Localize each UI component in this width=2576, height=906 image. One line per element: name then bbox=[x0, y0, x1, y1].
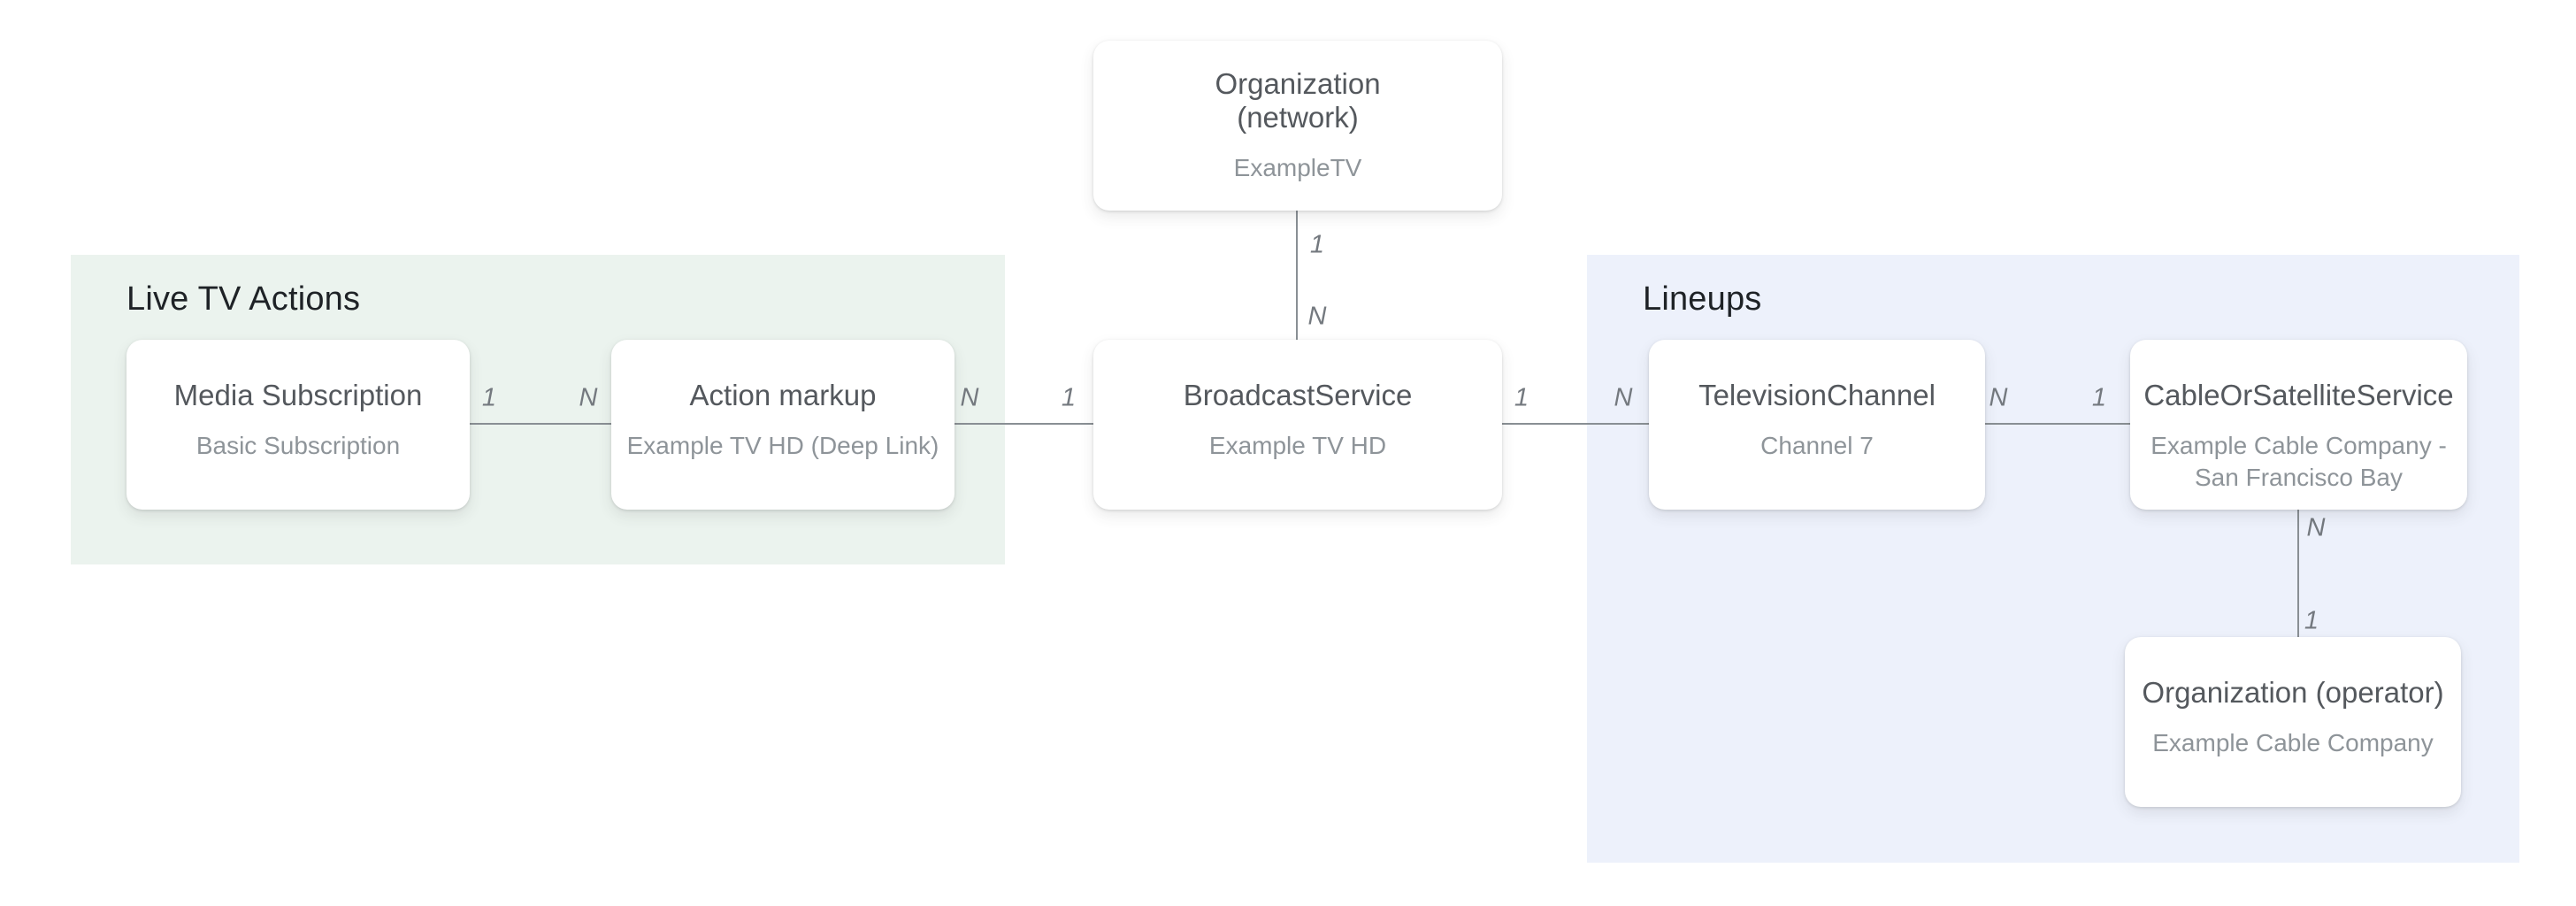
node-subtitle: Channel 7 bbox=[1760, 432, 1874, 459]
cardinality-label: N bbox=[2306, 513, 2326, 542]
node-title: Media Subscription bbox=[173, 379, 423, 411]
cardinality-label: 1 bbox=[2091, 383, 2107, 412]
cardinality-label: N bbox=[1307, 302, 1327, 331]
node-title: CableOrSatelliteService bbox=[2143, 379, 2454, 411]
node-title: BroadcastService bbox=[1183, 379, 1413, 411]
node-subtitle: Example TV HD (Deep Link) bbox=[626, 432, 939, 459]
connector-broadcast-tv bbox=[1502, 423, 1649, 425]
node-title: Organization (network) bbox=[1215, 67, 1381, 134]
cardinality-label: 1 bbox=[481, 383, 497, 412]
connector-action-broadcast bbox=[954, 423, 1093, 425]
cardinality-label: N bbox=[1989, 383, 2008, 412]
node-media-subscription: Media Subscription Basic Subscription bbox=[126, 340, 470, 510]
node-organization-operator: Organization (operator) Example Cable Co… bbox=[2125, 637, 2461, 807]
node-cable-or-satellite-service: CableOrSatelliteService Example Cable Co… bbox=[2130, 340, 2467, 510]
connector-org-network-broadcast bbox=[1296, 211, 1298, 340]
region-title-lineups: Lineups bbox=[1643, 280, 1762, 318]
node-subtitle: Example Cable Company bbox=[2152, 729, 2434, 756]
cardinality-label: N bbox=[1614, 383, 1633, 412]
node-television-channel: TelevisionChannel Channel 7 bbox=[1649, 340, 1985, 510]
region-title-live-tv-actions: Live TV Actions bbox=[126, 280, 361, 318]
node-subtitle: ExampleTV bbox=[1233, 154, 1362, 181]
connector-cable-operator bbox=[2297, 510, 2299, 637]
cardinality-label: 1 bbox=[1514, 383, 1530, 412]
node-organization-network: Organization (network) ExampleTV bbox=[1093, 41, 1502, 211]
cardinality-label: 1 bbox=[2304, 606, 2319, 635]
node-subtitle: Example TV HD bbox=[1208, 432, 1387, 459]
node-broadcast-service: BroadcastService Example TV HD bbox=[1093, 340, 1502, 510]
cardinality-label: N bbox=[579, 383, 598, 412]
cardinality-label: N bbox=[960, 383, 979, 412]
node-title: Organization (operator) bbox=[2142, 676, 2444, 709]
cardinality-label: 1 bbox=[1061, 383, 1077, 412]
connector-media-action bbox=[470, 423, 611, 425]
node-action-markup: Action markup Example TV HD (Deep Link) bbox=[611, 340, 954, 510]
connector-tv-cable bbox=[1985, 423, 2130, 425]
node-title: Action markup bbox=[689, 379, 877, 411]
cardinality-label: 1 bbox=[1309, 230, 1325, 259]
node-title: TelevisionChannel bbox=[1698, 379, 1936, 411]
node-subtitle: Example Cable Company - San Francisco Ba… bbox=[2150, 432, 2447, 491]
node-subtitle: Basic Subscription bbox=[196, 432, 401, 459]
